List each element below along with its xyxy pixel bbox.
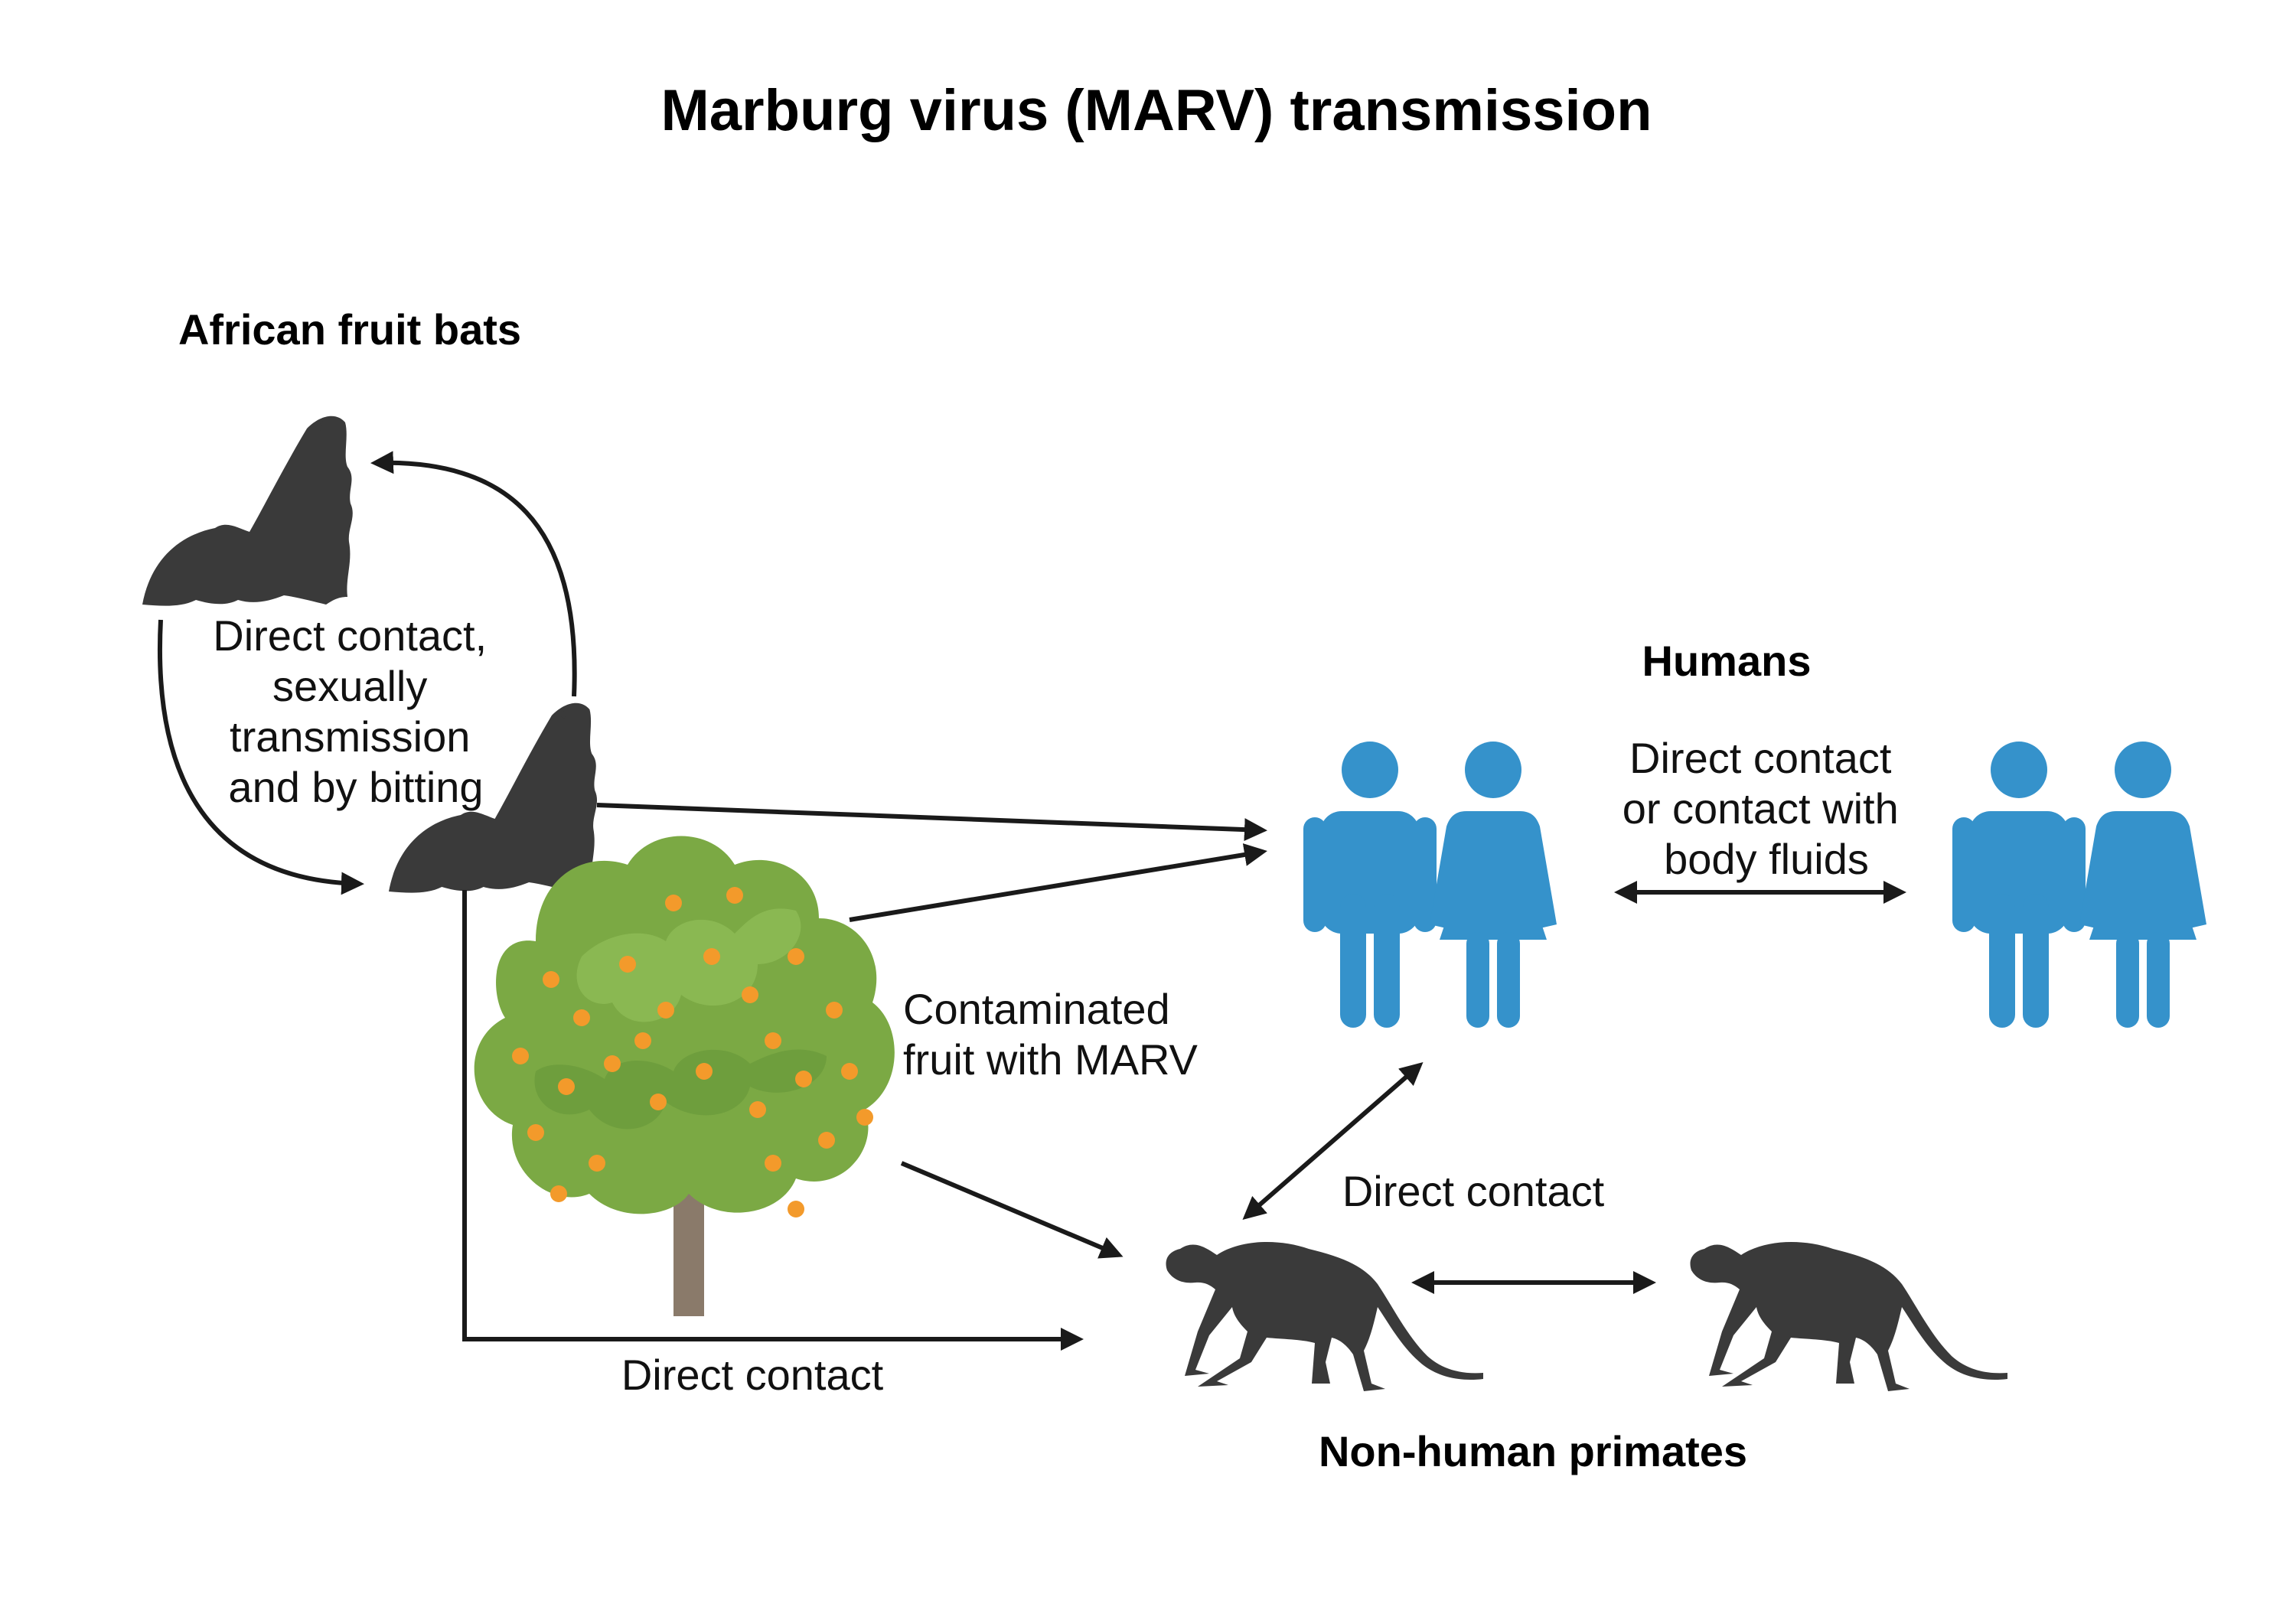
person-female-icon <box>1430 742 1557 1028</box>
person-male-icon <box>1303 742 1437 1028</box>
arrow-primate-to-human <box>1242 1062 1424 1220</box>
human-transmission-label: Direct contact or contact with body flui… <box>1623 734 1911 883</box>
arrow-bat-loop-down <box>158 619 364 895</box>
bat-icon <box>142 416 353 606</box>
arrow-bat-to-humans <box>596 803 1267 842</box>
diagram-title: Marburg virus (MARV) transmission <box>660 78 1652 143</box>
bats-label: African fruit bats <box>178 305 521 354</box>
arrow-bat-loop-up <box>370 451 577 697</box>
arrow-tree-to-humans <box>849 843 1267 922</box>
primates-label: Non-human primates <box>1319 1427 1747 1475</box>
bat-transmission-label: Direct contact, sexually transmission an… <box>213 611 498 811</box>
monkey-icon <box>1690 1241 2007 1391</box>
arrow-bat-to-primate <box>462 890 1084 1351</box>
fruit-label: Contaminated fruit with MARV <box>903 985 1198 1084</box>
humans-label: Humans <box>1642 637 1812 685</box>
person-male-icon <box>1952 742 2086 1028</box>
tree-icon <box>474 836 895 1316</box>
primate-human-label: Direct contact <box>1342 1167 1605 1215</box>
bat-primate-label: Direct contact <box>621 1351 884 1399</box>
person-female-icon <box>2079 742 2206 1028</box>
monkey-icon <box>1166 1241 1483 1391</box>
arrow-tree-to-primate <box>900 1161 1124 1259</box>
